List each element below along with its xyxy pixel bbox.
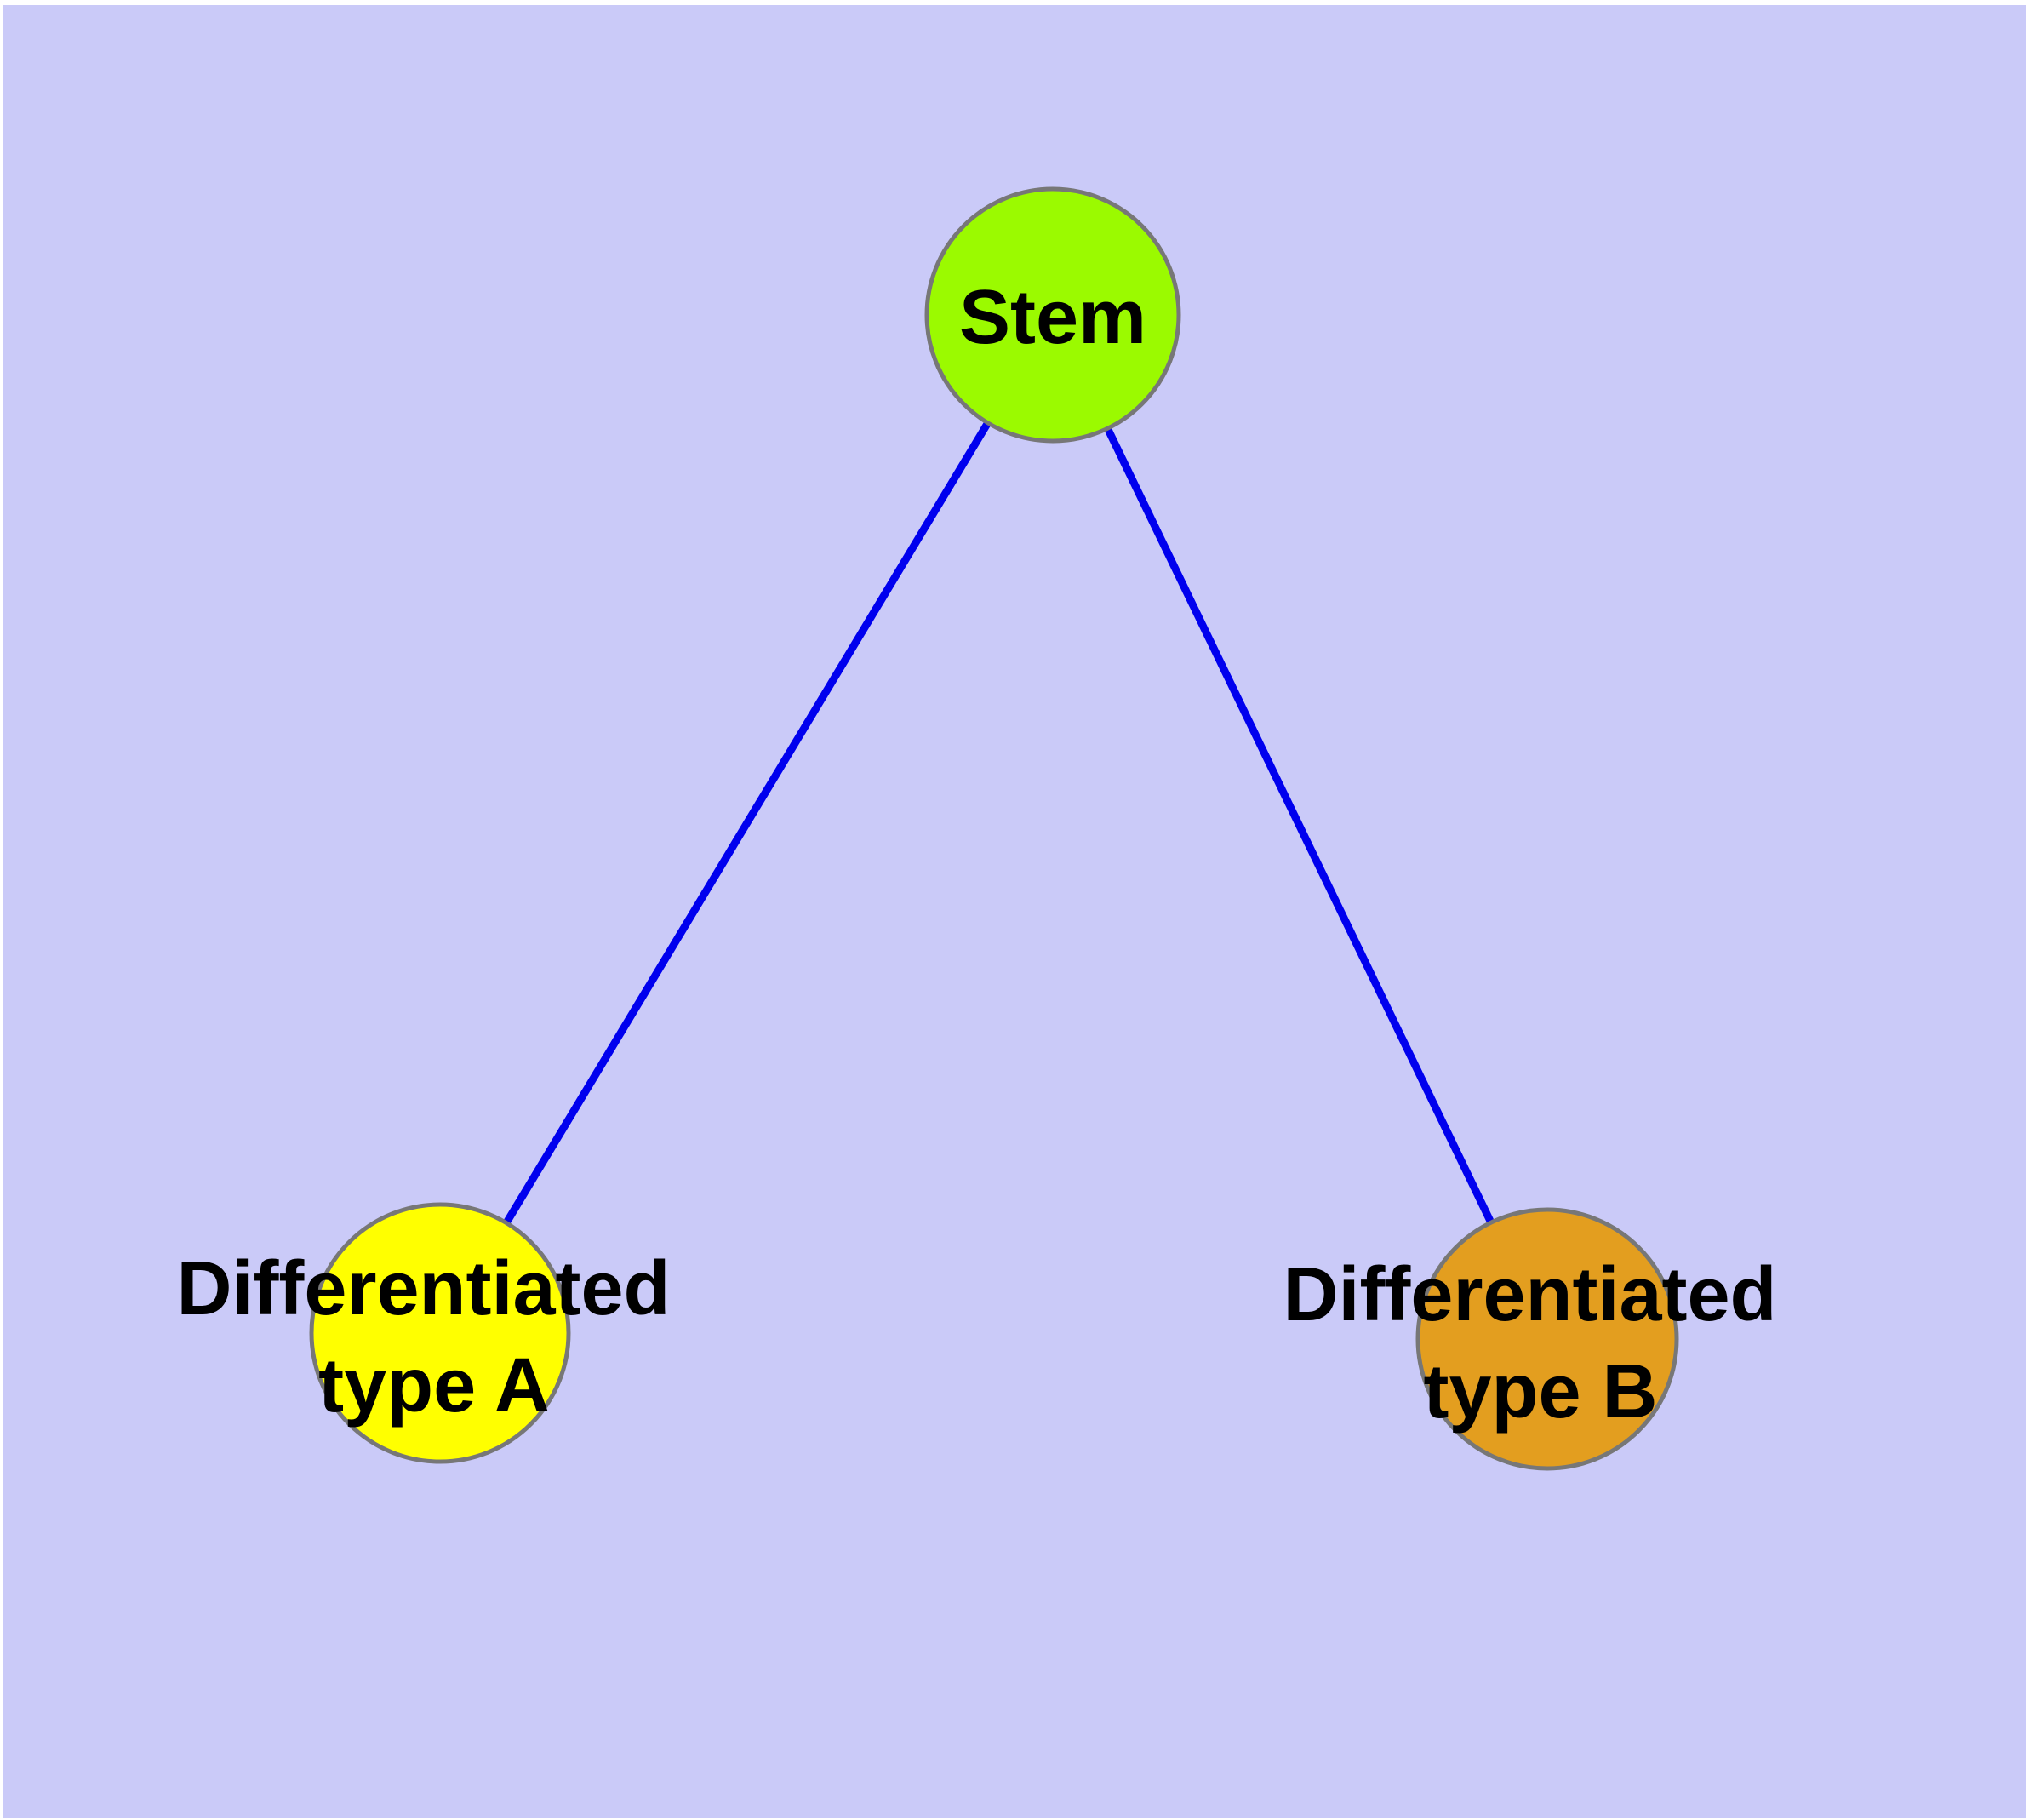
node-stem-circle — [924, 186, 1181, 444]
edge-stem-to-type-a — [437, 312, 1056, 1336]
node-type-a-label-line2: type A — [318, 1343, 550, 1428]
node-type-b-circle — [1415, 1207, 1679, 1471]
node-stem-label: Stem — [959, 275, 1146, 360]
edge-stem-to-type-b — [1049, 313, 1552, 1341]
node-type-a-circle — [309, 1202, 571, 1464]
node-type-b-label: Differentiated type B — [1283, 1252, 1798, 1434]
node-type-b-label-line2: type B — [1423, 1349, 1657, 1434]
node-type-b-label-line1: Differentiated — [1283, 1252, 1776, 1337]
node-type-a-label: Differentiated type A — [176, 1246, 691, 1428]
node-type-a-label-line1: Differentiated — [176, 1246, 670, 1331]
edge-group — [437, 312, 1552, 1341]
